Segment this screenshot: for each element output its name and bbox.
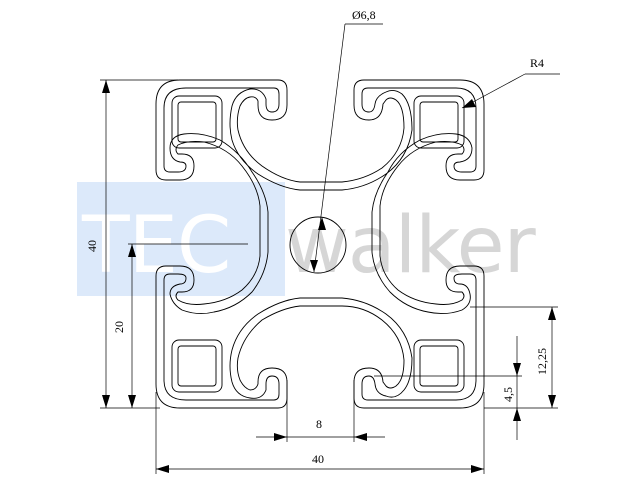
slot-offset-label: 12,25 (535, 348, 549, 375)
radius-arrow (462, 99, 476, 108)
height-arrow-top (102, 80, 110, 93)
diameter-leader-line (313, 23, 346, 273)
width-arrow-right (471, 465, 484, 473)
cavity-top-right-inner (419, 101, 459, 143)
slot-depth-label: 4,5 (501, 387, 515, 402)
center-arrow-bottom (128, 395, 136, 408)
cavity-top-right (413, 95, 465, 149)
width-total-label: 40 (312, 452, 324, 466)
center-bore (289, 216, 347, 274)
cavity-bottom-right-inner (419, 345, 459, 387)
diameter-arrow-top (318, 217, 326, 230)
diameter-arrow-bottom (310, 260, 318, 272)
watermark-box (77, 182, 285, 296)
profile-inner-contour (163, 87, 477, 401)
offset-arrow-top (548, 307, 556, 320)
cavity-bottom-right (413, 339, 465, 393)
watermark: TEC walker (77, 182, 538, 296)
profile-outline (155, 79, 485, 409)
slot-arrow-right (354, 433, 367, 441)
cavity-bottom-left-inner (177, 345, 217, 387)
profile-outer-contour (155, 79, 485, 409)
watermark-text-secondary: walker (285, 201, 537, 291)
width-arrow-left (156, 465, 169, 473)
offset-arrow-bottom (548, 395, 556, 408)
cavity-top-left (171, 95, 223, 149)
diameter-label: Ø6,8 (352, 8, 376, 22)
slot-arrow-left (274, 433, 287, 441)
center-arrow-top (128, 244, 136, 257)
slot-width-label: 8 (316, 417, 322, 431)
dimension-lines: Ø6,8 R4 40 20 40 8 (85, 8, 560, 474)
depth-arrow-bottom (513, 408, 521, 421)
radius-label: R4 (530, 56, 544, 70)
cavity-top-left-inner (177, 101, 217, 143)
cavity-bottom-left (171, 339, 223, 393)
height-arrow-bottom (102, 395, 110, 408)
depth-arrow-top (513, 363, 521, 376)
height-center-label: 20 (112, 321, 126, 333)
height-total-label: 40 (85, 240, 99, 252)
